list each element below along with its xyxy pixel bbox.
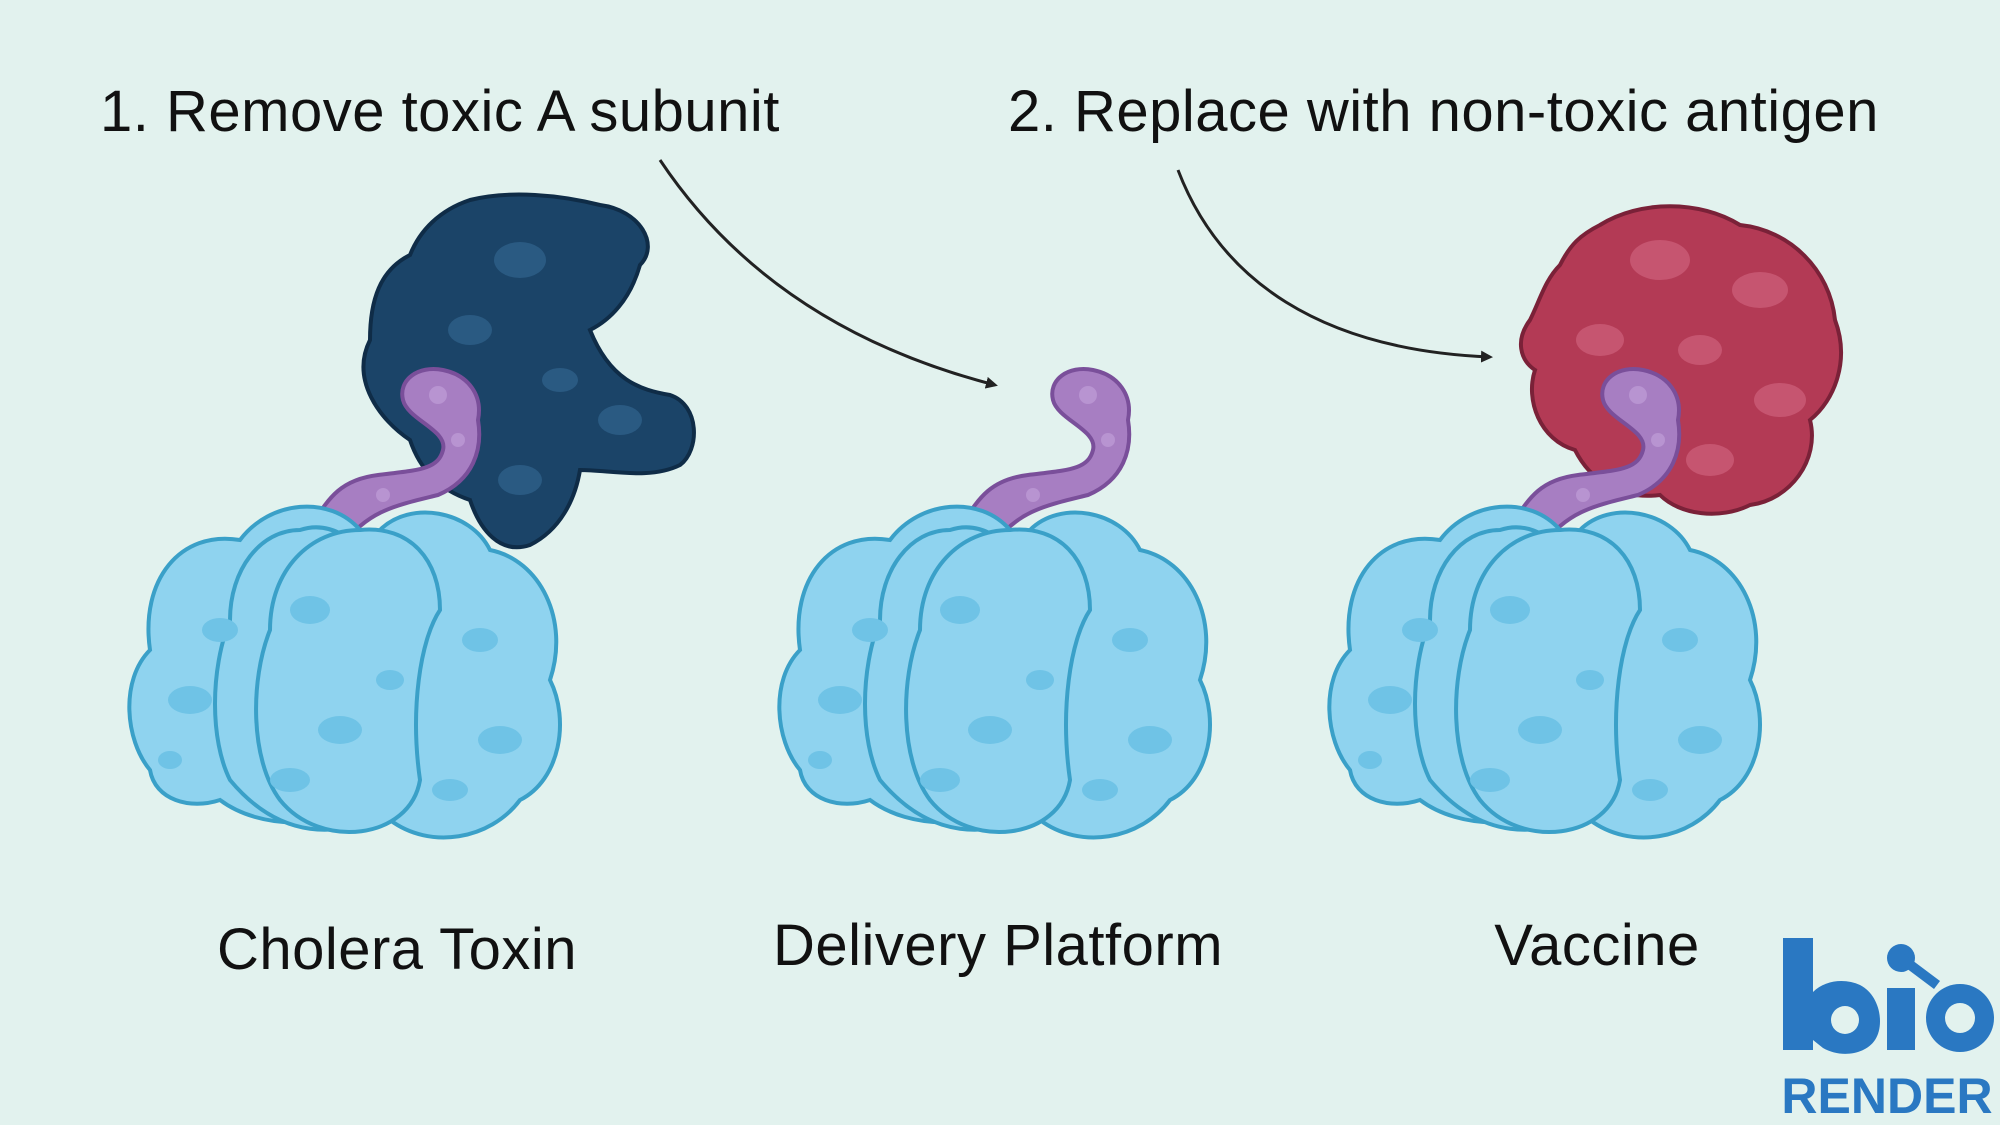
delivery-platform-structure: [777, 367, 1212, 840]
step-1-text: 1. Remove toxic A subunit: [100, 79, 780, 144]
vaccine-structure: [1327, 204, 1843, 840]
arrow-remove-a-subunit: [658, 159, 998, 389]
cholera-toxin-label: Cholera Toxin: [216, 917, 578, 982]
delivery-platform-label: Delivery Platform: [772, 913, 1224, 978]
cholera-toxin-structure: [127, 192, 696, 840]
step-2-text: 2. Replace with non-toxic antigen: [1008, 79, 1879, 144]
arrow-replace-antigen: [1176, 169, 1493, 363]
vaccine-label: Vaccine: [1494, 913, 1700, 978]
logo-render-text: RENDER: [1781, 1068, 1992, 1124]
biorender-logo: RENDER: [1781, 938, 1994, 1124]
